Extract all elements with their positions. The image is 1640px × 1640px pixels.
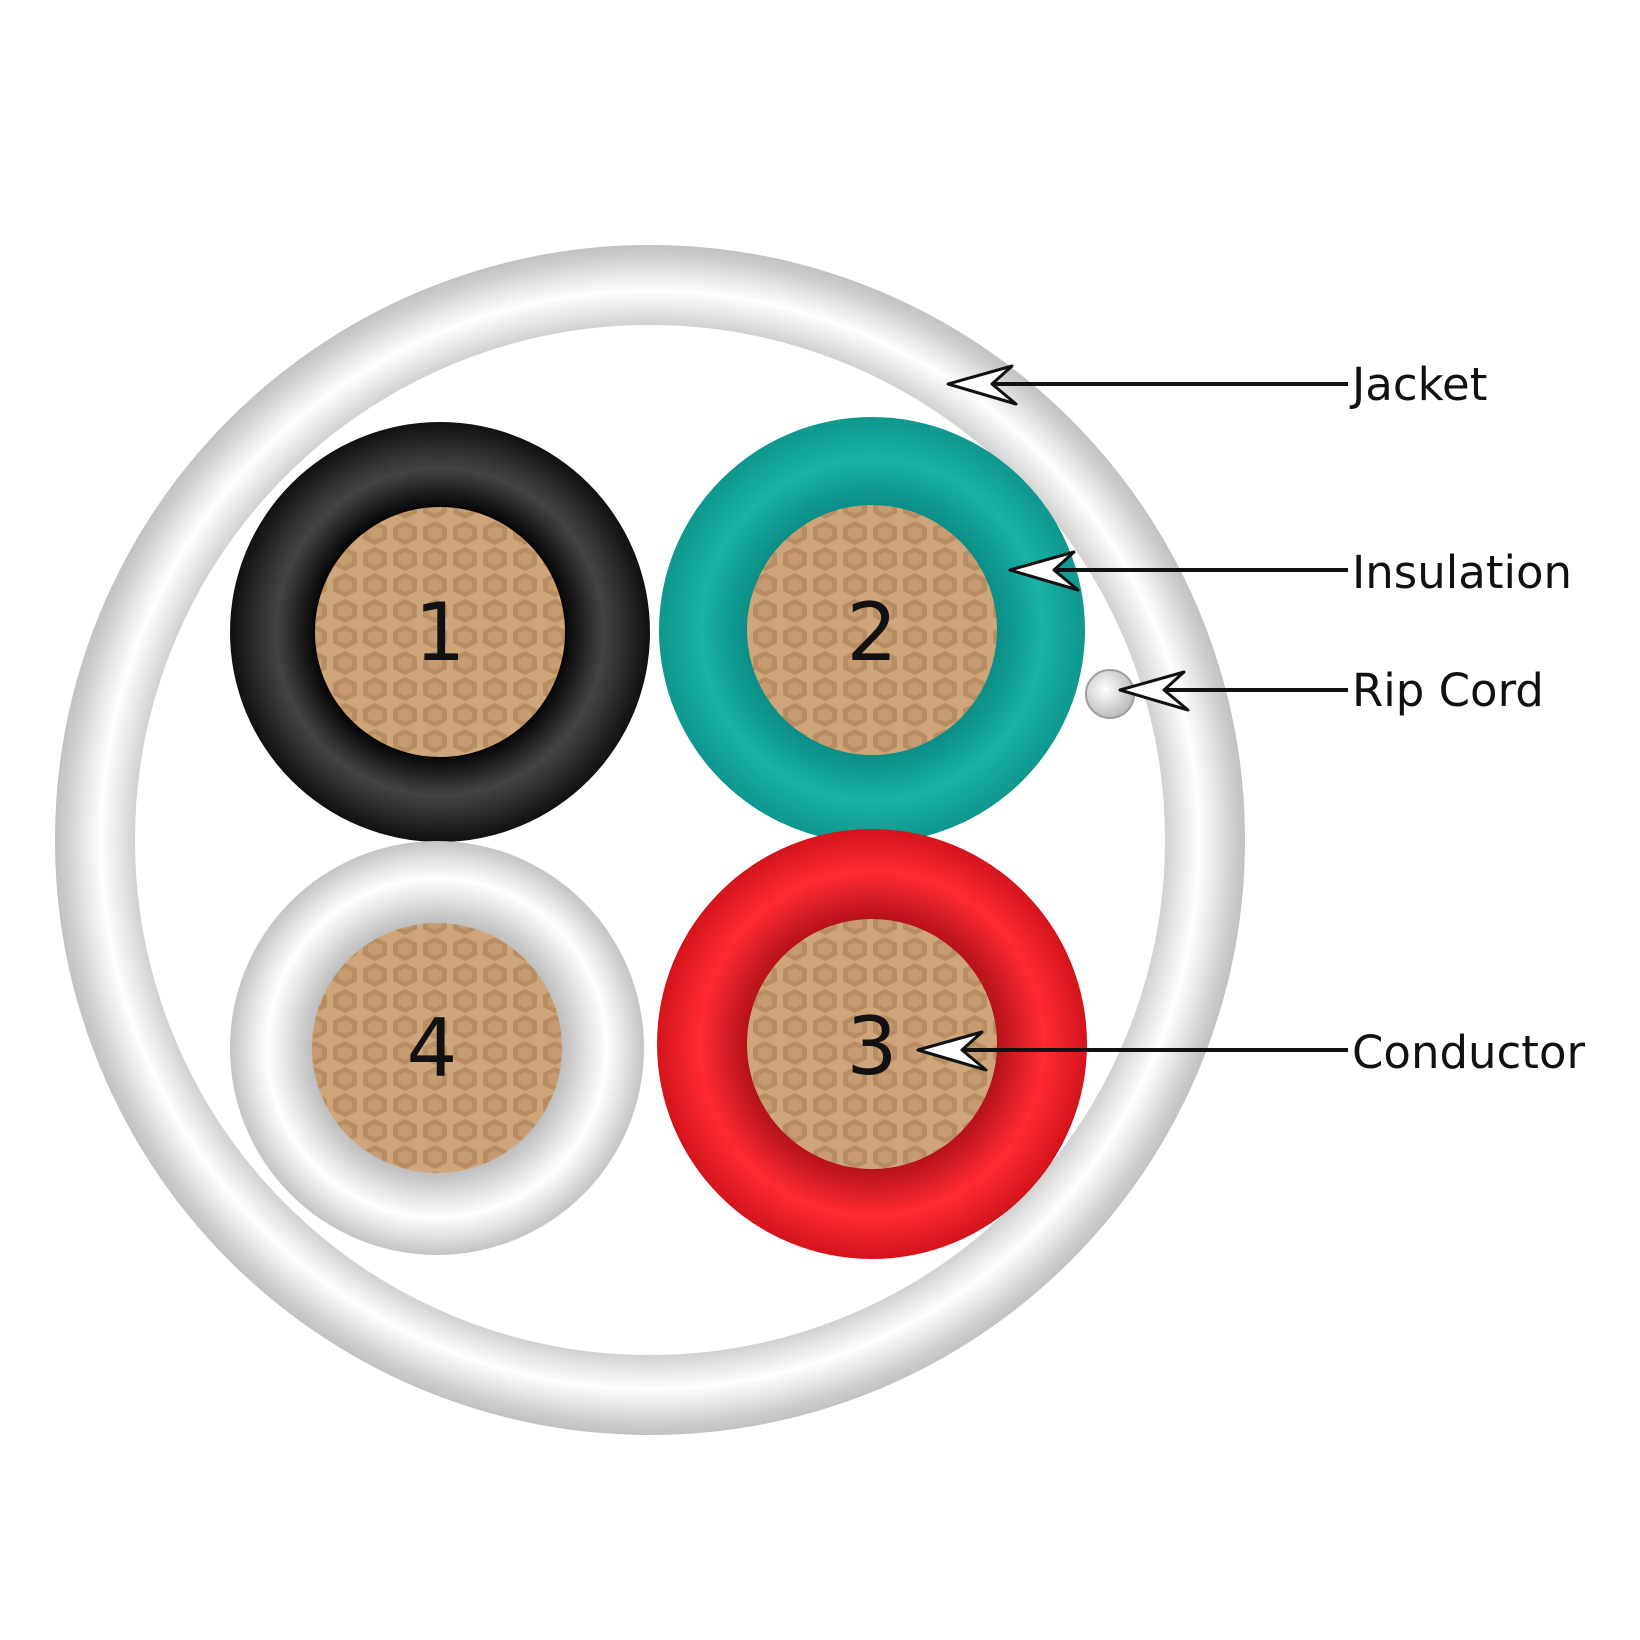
conductor-number-3: 3 (847, 1000, 898, 1093)
copper-core-1 (315, 507, 565, 757)
conductor-2: 2 (659, 417, 1085, 843)
conductor-number-2: 2 (847, 586, 898, 679)
jacket-leader (946, 364, 1348, 406)
insulation-leader (1008, 550, 1348, 592)
label-conductor: Conductor (1352, 1026, 1585, 1079)
copper-core-3 (747, 919, 997, 1169)
conductor-4: 4 (230, 841, 644, 1255)
conductor-1: 1 (230, 422, 650, 842)
label-jacket: Jacket (1349, 358, 1487, 411)
rip-cord-leader (1118, 670, 1348, 712)
conductor-number-1: 1 (415, 586, 466, 679)
rip-cord (1085, 669, 1135, 719)
insulation-arrowhead (1008, 550, 1080, 592)
copper-core-4 (312, 923, 562, 1173)
rip-cord-arrowhead (1118, 670, 1190, 712)
conductor-number-4: 4 (407, 1002, 458, 1095)
conductor-arrowhead (916, 1030, 988, 1072)
label-rip-cord: Rip Cord (1352, 664, 1544, 717)
jacket-arrowhead (946, 364, 1018, 406)
conductor-leader (916, 1030, 1348, 1072)
label-insulation: Insulation (1352, 546, 1572, 599)
copper-core-2 (747, 505, 997, 755)
jacket-ring (55, 245, 1245, 1435)
conductor-3: 3 (657, 829, 1087, 1259)
